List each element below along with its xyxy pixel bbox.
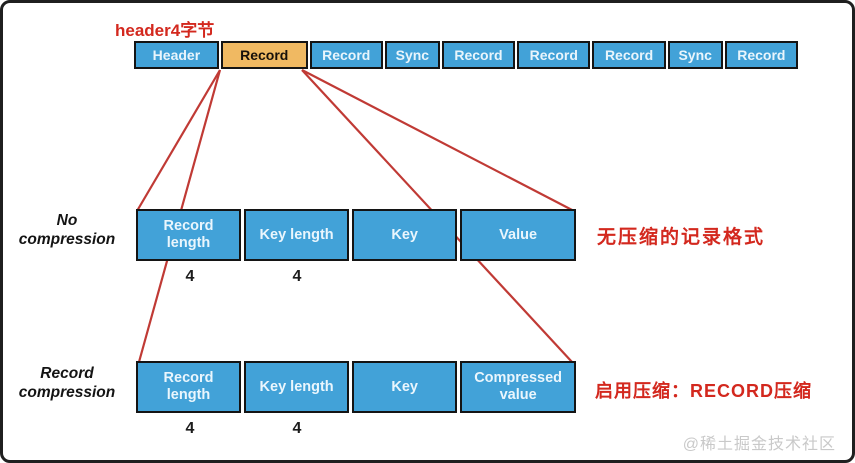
byte-size-record-length: 4	[185, 268, 195, 285]
segment-record-highlighted: Record	[220, 41, 308, 69]
expansion-line-left-row1	[136, 69, 221, 212]
segment-sync: Sync	[667, 41, 723, 69]
cell-value: Value	[460, 209, 576, 261]
segment-header: Header	[134, 41, 219, 69]
record-compression-annotation: 启用压缩：RECORD压缩	[595, 381, 813, 401]
file-structure-strip: Header Record Record Sync Record Record …	[134, 41, 798, 69]
cell-key: Key	[352, 361, 458, 413]
no-compression-annotation: 无压缩的记录格式	[597, 227, 766, 248]
segment-record: Record	[724, 41, 798, 69]
no-compression-label: No compression	[18, 212, 116, 248]
community-watermark: @稀土掘金技术社区	[682, 436, 836, 453]
cell-key-length: Key length	[244, 209, 350, 261]
byte-size-key-length: 4	[292, 420, 302, 437]
cell-compressed-value: Compressed value	[460, 361, 576, 413]
segment-record: Record	[517, 41, 591, 69]
cell-key-length: Key length	[244, 361, 350, 413]
byte-size-record-length: 4	[185, 420, 195, 437]
record-compression-label: Record compression	[18, 365, 116, 401]
record-compression-record-row: Record length Key length Key Compressed …	[136, 361, 576, 413]
segment-record: Record	[309, 41, 383, 69]
no-compression-record-row: Record length Key length Key Value	[136, 209, 576, 261]
byte-size-key-length: 4	[292, 268, 302, 285]
header-bytes-annotation: header4字节	[115, 21, 215, 40]
segment-record: Record	[592, 41, 666, 69]
cell-record-length: Record length	[136, 361, 242, 413]
segment-record: Record	[441, 41, 516, 69]
expansion-line-right-row1	[301, 69, 575, 212]
cell-key: Key	[352, 209, 458, 261]
cell-record-length: Record length	[136, 209, 242, 261]
segment-sync: Sync	[384, 41, 440, 69]
